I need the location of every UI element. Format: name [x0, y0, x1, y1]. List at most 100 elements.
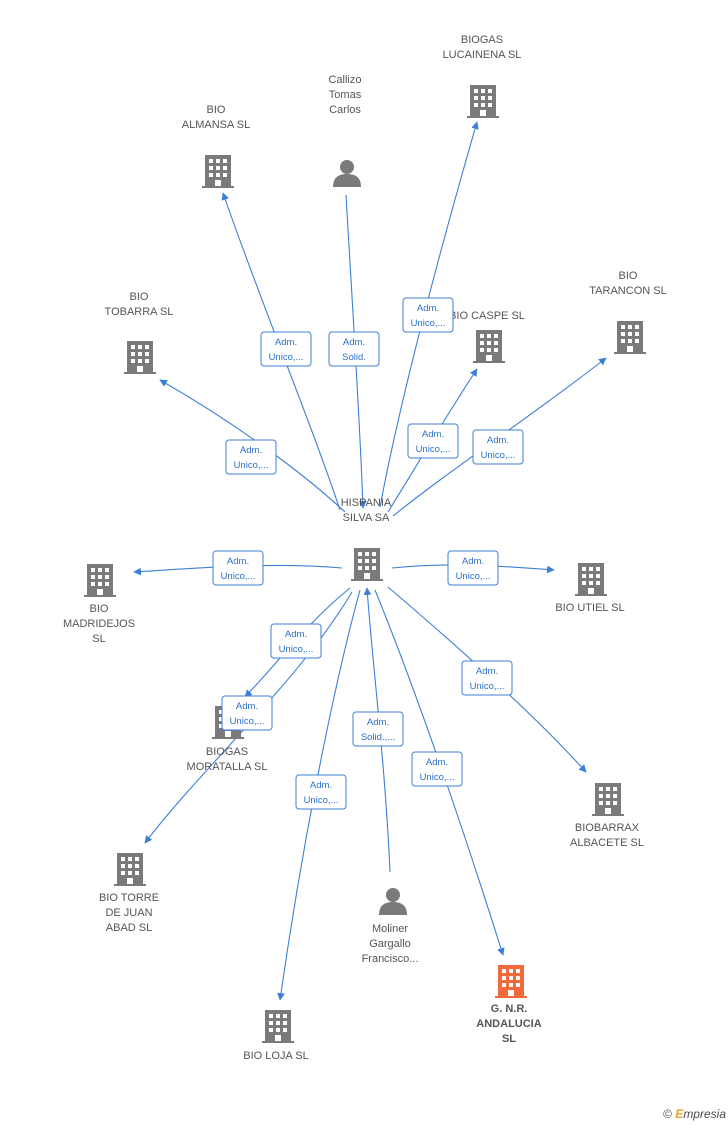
node-label-line: ALBACETE SL	[570, 837, 644, 849]
edge-label-line: Adm.	[275, 337, 297, 348]
edge-label-box	[295, 774, 347, 810]
node-label-line: DE JUAN	[105, 907, 152, 919]
edge-label-line: Solid.	[342, 352, 366, 363]
building-icon	[575, 563, 607, 596]
edge-label-line: Unico,...	[279, 644, 314, 655]
edge-label-bio_loja[interactable]: Adm.Unico,...	[295, 774, 347, 810]
copyright-symbol: ©	[663, 1107, 672, 1121]
node-label-line: HISPANIA	[341, 497, 392, 509]
node-bio_caspe[interactable]: BIO CASPE SL	[449, 310, 525, 363]
edge-label-box	[270, 623, 322, 659]
edge-label-box	[402, 297, 454, 333]
edge-label-line: Unico,...	[470, 681, 505, 692]
edge-label-callizo[interactable]: Adm. Solid.	[328, 331, 380, 367]
edge-label-line: Solid.,...	[361, 732, 395, 743]
node-label-line: MORATALLA SL	[187, 761, 268, 773]
edge-label-bio_torre[interactable]: Adm.Unico,...	[221, 695, 273, 731]
node-hispania[interactable]: HISPANIA SILVA SA	[341, 497, 392, 581]
node-label-line: SL	[502, 1033, 516, 1045]
edge-label-line: Adm.	[462, 556, 484, 567]
edge-label-line: Adm.	[343, 337, 365, 348]
edge-label-line: Unico,...	[416, 444, 451, 455]
node-label-line: BIO	[90, 603, 109, 615]
edge-label-box	[212, 550, 264, 586]
node-label-line: SL	[92, 633, 105, 645]
edge-label-line: Unico,...	[234, 460, 269, 471]
edge-label-bio_caspe[interactable]: Adm. Unico,...	[407, 423, 459, 459]
edge-label-moliner[interactable]: Adm. Solid.,...	[352, 711, 404, 747]
person-icon	[379, 888, 407, 915]
edge-label-line: Unico,...	[269, 352, 304, 363]
node-label-line: BIO TORRE	[99, 892, 159, 904]
edge-label-box	[472, 429, 524, 465]
node-bio_utiel[interactable]: BIO UTIEL SL	[555, 563, 625, 614]
edge-label-gnr_andalucia[interactable]: Adm.Unico,...	[411, 751, 463, 787]
edge-label-box	[221, 695, 273, 731]
building-icon	[84, 564, 116, 597]
edge-label-line: Unico,...	[456, 571, 491, 582]
nodes-layer: HISPANIA SILVA SA BIOGAS LUCAINENA SL Calliz…	[63, 34, 667, 1062]
building-icon	[114, 853, 146, 886]
node-label-line: ALMANSA SL	[182, 119, 250, 131]
node-biobarrax[interactable]: BIOBARRAX ALBACETE SL	[570, 783, 644, 849]
edge-label-box	[411, 751, 463, 787]
node-label-line: BIO LOJA SL	[243, 1050, 308, 1062]
node-bio_almansa[interactable]: BIO ALMANSA SL	[182, 104, 250, 188]
building-icon	[202, 155, 234, 188]
node-label-line: TARANCON SL	[589, 285, 666, 297]
edge-label-line: Adm.	[487, 435, 509, 446]
edge-label-biogas_moratalla[interactable]: Adm. Unico,...	[270, 623, 322, 659]
edge-label-line: Unico,...	[420, 772, 455, 783]
node-biogas_lucainena[interactable]: BIOGAS LUCAINENA SL	[443, 34, 522, 118]
node-label-line: BIO	[207, 104, 226, 116]
building-icon	[262, 1010, 294, 1043]
edge-label-biobarrax[interactable]: Adm. Unico,...	[461, 660, 513, 696]
edge-label-box	[328, 331, 380, 367]
edge-label-box	[407, 423, 459, 459]
edge-label-line: Unico,...	[411, 318, 446, 329]
edge-label-line: Unico,...	[221, 571, 256, 582]
edge-label-line: Adm.	[422, 429, 444, 440]
node-label-line: LUCAINENA SL	[443, 49, 522, 61]
node-label-line: ABAD SL	[106, 922, 152, 934]
edge-label-line: Adm.	[285, 629, 307, 640]
node-label-line: SILVA SA	[343, 512, 390, 524]
edge-label-bio_almansa[interactable]: Adm. Unico,...	[260, 331, 312, 367]
node-label-line: Callizo	[328, 74, 361, 86]
edge-label-bio_utiel[interactable]: Adm. Unico,...	[447, 550, 499, 586]
node-label-line: Tomas	[329, 89, 362, 101]
edge-label-bio_tarancon[interactable]: Adm.Unico,...	[472, 429, 524, 465]
node-bio_madridejos[interactable]: BIO MADRIDEJOS SL	[63, 564, 135, 645]
edge-label-line: Adm.	[367, 717, 389, 728]
building-icon	[614, 321, 646, 354]
node-label-line: BIOBARRAX	[575, 822, 640, 834]
node-moliner[interactable]: MolinerGargalloFrancisco...	[362, 888, 419, 965]
edge-label-line: Adm.	[240, 445, 262, 456]
edge-label-bio_madridejos[interactable]: Adm.Unico,...	[212, 550, 264, 586]
edge-label-box	[352, 711, 404, 747]
node-bio_torre[interactable]: BIO TORRE DE JUAN ABAD SL	[99, 853, 159, 934]
node-label-line: MADRIDEJOS	[63, 618, 135, 630]
building-icon	[473, 330, 505, 363]
edge-label-box	[225, 439, 277, 475]
node-label-line: TOBARRA SL	[105, 306, 174, 318]
edge-label-line: Unico,...	[304, 795, 339, 806]
edge-label-bio_tobarra[interactable]: Adm. Unico,...	[225, 439, 277, 475]
edge-label-biogas_lucainena[interactable]: Adm.Unico,...	[402, 297, 454, 333]
brand-logo: Empresia	[675, 1107, 726, 1121]
edge-label-line: Adm.	[476, 666, 498, 677]
node-label-line: BIOGAS	[461, 34, 503, 46]
edge-label-box	[260, 331, 312, 367]
building-icon	[495, 965, 527, 998]
node-bio_loja[interactable]: BIO LOJA SL	[243, 1010, 309, 1062]
footer-brand[interactable]: © Empresia	[663, 1107, 726, 1121]
building-icon	[351, 548, 383, 581]
building-icon	[592, 783, 624, 816]
edge-label-line: Unico,...	[230, 716, 265, 727]
